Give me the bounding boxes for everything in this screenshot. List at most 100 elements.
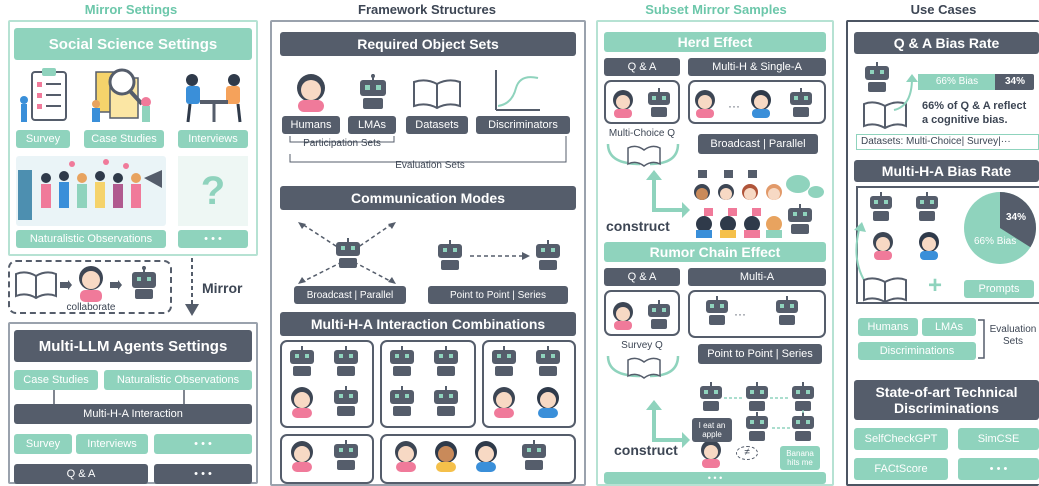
datasets-box: Datasets: Multi-Choice| Survey|··· [856, 134, 1039, 150]
more-settings-pill: • • • [178, 230, 248, 248]
collaborate-box [8, 260, 172, 314]
banana-hits-me-bubble: Banana hits me [780, 446, 820, 470]
required-object-sets-title: Required Object Sets [280, 32, 576, 56]
interaction-combinations-title: Multi-H-A Interaction Combinations [280, 312, 576, 336]
robot-icon [865, 62, 889, 92]
construct-label-1: construct [606, 218, 670, 234]
combo-box-4 [280, 434, 374, 484]
pie-small-label: 34% [1006, 212, 1027, 223]
case-studies-icon [92, 68, 151, 122]
datasets-pill: Datasets [406, 116, 468, 134]
question-mark: ? [200, 168, 226, 213]
social-science-frame [8, 20, 258, 256]
participation-sets-label: Participation Sets [303, 138, 381, 149]
naturalistic-observations-pill: Naturalistic Observations [16, 230, 166, 248]
broadcast-diagram-icon [298, 222, 396, 284]
factscore-pill: FACtScore [854, 458, 948, 480]
book-cycle-icon [606, 143, 680, 167]
pie-big-label: 66% Bias [974, 236, 1017, 247]
eval-discriminations-pill: Discriminations [858, 342, 976, 360]
agents-settings-title: Multi-LLM Agents Settings [14, 330, 252, 362]
framework-frame [270, 20, 586, 486]
svg-text:···: ··· [734, 307, 746, 321]
prompts-pill: Prompts [964, 280, 1034, 298]
multi-choice-q-label: Multi-Choice Q [608, 128, 676, 139]
interviews-pill: Interviews [178, 130, 248, 148]
construct-arrow-icon [646, 170, 690, 218]
mirror-arrow-icon [185, 258, 199, 316]
qa-bias-rest-label: 34% [1004, 76, 1025, 87]
agents-interviews-pill: Interviews [76, 434, 148, 454]
svg-text:···: ··· [728, 99, 740, 113]
interviews-icon [186, 74, 242, 123]
multi-h-single-a-pill: Multi-H & Single-A [688, 58, 826, 76]
eval-lmas-pill: LMAs [922, 318, 976, 336]
framework-structures-title: Framework Structures [358, 2, 496, 17]
collaborate-label: collaborate [66, 302, 116, 313]
multi-hai-pill: Multi-H-A Interaction [14, 404, 252, 424]
social-science-title: Social Science Settings [14, 28, 252, 60]
discriminator-curve-icon [495, 70, 540, 111]
herd-effect-title: Herd Effect [604, 32, 826, 52]
evaluation-sets-label: Evaluation Sets [395, 160, 465, 171]
mirror-settings-title: Mirror Settings [84, 2, 178, 17]
survey-pill: Survey [16, 130, 70, 148]
book-cycle-icon [606, 355, 680, 379]
human-avatar-icon [79, 266, 103, 302]
herd-agents-icon: ··· [613, 87, 813, 118]
discriminators-pill: Discriminators [476, 116, 570, 134]
mha-bias-pie-chart [964, 192, 1036, 264]
broadcast-parallel-pill: Broadcast | Parallel [294, 286, 406, 304]
mirror-label: Mirror [202, 280, 243, 296]
book-icon [15, 271, 57, 300]
qa-bias-label: 66% Bias [935, 76, 979, 87]
herd-broadcast-pill: Broadcast | Parallel [698, 134, 818, 154]
rumor-chain-title: Rumor Chain Effect [604, 242, 826, 262]
bracket-lines-icon [53, 390, 185, 404]
rumor-agents-icon: ··· [613, 295, 799, 330]
qa-bias-rate-title: Q & A Bias Rate [854, 32, 1039, 54]
sota-title: State-of-art Technical Discriminations [854, 380, 1039, 420]
eval-humans-pill: Humans [858, 318, 918, 336]
qa-bias-bar: 66% Bias 34% [918, 74, 1034, 90]
robot-icon [360, 74, 386, 109]
rumor-qa-pill: Q & A [604, 268, 680, 286]
communication-modes-title: Communication Modes [280, 186, 576, 210]
lmas-pill: LMAs [348, 116, 396, 134]
agents-qa-more-pill: • • • [154, 464, 252, 484]
use-cases-frame [846, 20, 1039, 486]
point-to-point-pill: Point to Point | Series [428, 286, 568, 304]
question-mark-box: ? [178, 156, 248, 226]
simcse-pill: SimCSE [958, 428, 1039, 450]
construct-label-2: construct [614, 442, 678, 458]
agents-naturalistic-pill: Naturalistic Observations [104, 370, 252, 390]
arrow-icon [110, 280, 122, 290]
agents-more-pill: • • • [154, 434, 252, 454]
pie-slice-rest [1000, 192, 1036, 248]
qa-note-line2: a cognitive bias. [922, 114, 1008, 126]
qa-note-line1: 66% of Q & A reflect [922, 100, 1027, 112]
construct-arrow-icon [646, 400, 690, 448]
sets-bracket-icon [289, 136, 567, 163]
evaluation-sets-label: Evaluation Sets [989, 324, 1037, 347]
survey-q-label: Survey Q [621, 340, 663, 351]
humans-pill: Humans [282, 116, 340, 134]
herd-qa-pill: Q & A [604, 58, 680, 76]
i-eat-apple-bubble: I eat an apple [692, 418, 732, 442]
human-avatar-icon [297, 74, 325, 112]
book-icon [413, 79, 461, 110]
sota-more-pill: • • • [958, 458, 1039, 480]
book-icon [863, 277, 907, 304]
plus-icon: + [928, 272, 943, 299]
rumor-chain-diagram-icon [699, 381, 815, 468]
subset-more-pill: • • • [604, 472, 826, 484]
agents-case-studies-pill: Case Studies [14, 370, 98, 390]
arrow-icon [60, 280, 72, 290]
robot-icon [132, 266, 156, 299]
not-equal-symbol: ≠ [736, 446, 758, 460]
herd-crowd-icon [694, 170, 824, 238]
qa-bias-bar-fill [918, 74, 995, 90]
subset-frame [596, 20, 834, 486]
mha-bias-rate-title: Multi-H-A Bias Rate [854, 160, 1039, 182]
survey-clipboard-icon [20, 68, 67, 122]
